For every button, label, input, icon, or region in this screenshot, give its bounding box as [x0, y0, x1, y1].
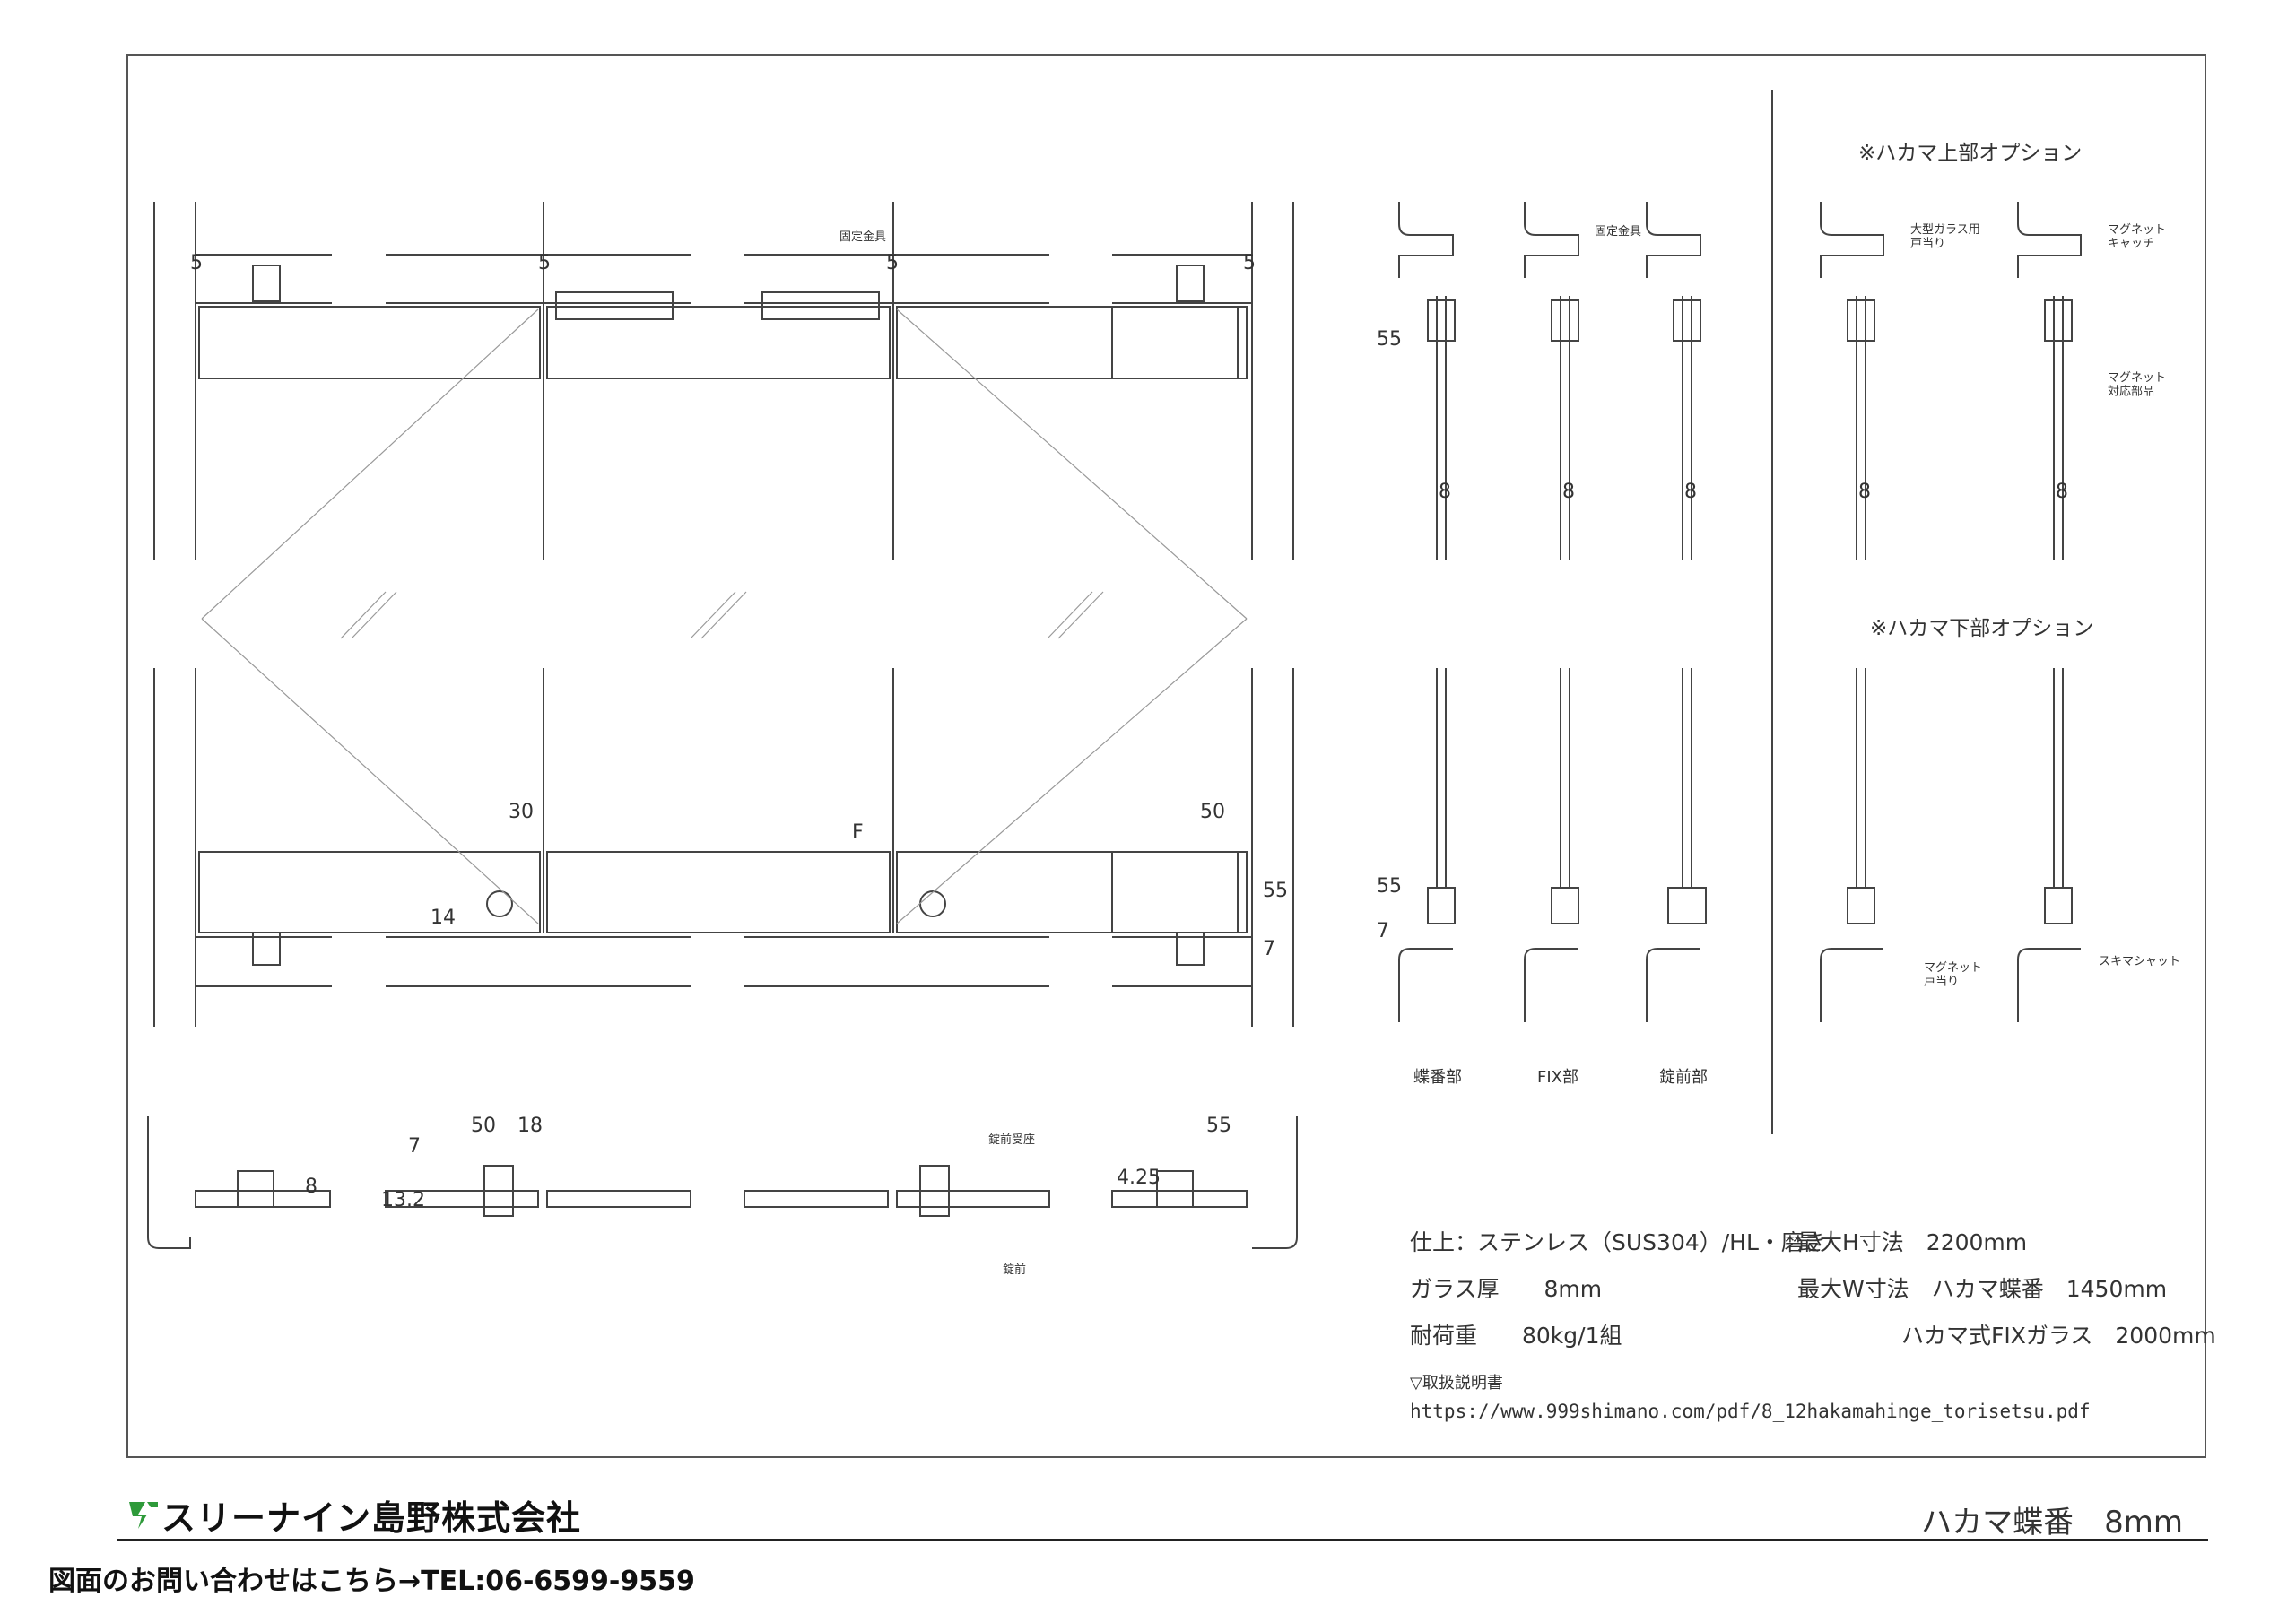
dim-5d: 5	[1243, 252, 1256, 274]
spec-glass: ガラス厚 8mm	[1410, 1276, 1603, 1302]
dim-55c: 55	[1377, 875, 1402, 898]
spec-load: 耐荷重 80kg/1組	[1410, 1323, 1622, 1349]
dim-18: 18	[517, 1115, 543, 1137]
front-elevation	[153, 202, 1294, 1027]
dim-7b: 7	[1377, 920, 1389, 942]
dim-7c: 7	[408, 1135, 421, 1158]
mark-f: F	[852, 821, 864, 844]
dim-8c: 8	[1684, 481, 1697, 503]
label-lock: 錠前	[1003, 1263, 1026, 1277]
label-gap-shutter: スキマシャット	[2099, 955, 2180, 968]
dim-8b: 8	[1562, 481, 1575, 503]
dim-8f: 8	[305, 1176, 317, 1198]
spec-fix-glass: ハカマ式FIXガラス 2000mm	[1901, 1323, 2216, 1349]
dim-55b: 55	[1377, 328, 1402, 351]
dim-7a: 7	[1263, 938, 1275, 960]
label-magnet-part: マグネット対応部品	[2108, 371, 2166, 399]
dim-55d: 55	[1206, 1115, 1231, 1137]
title-bottom-option: ※ハカマ下部オプション	[1870, 617, 2093, 640]
dim-5a: 5	[190, 252, 203, 274]
dim-50a: 50	[1200, 801, 1225, 823]
section-views	[1398, 90, 2082, 1134]
dim-13-2: 13.2	[381, 1189, 425, 1211]
option-titles: ※ハカマ上部オプション ※ハカマ下部オプション	[1858, 142, 2093, 640]
footer-divider	[117, 1539, 2208, 1541]
dim-8e: 8	[2056, 481, 2068, 503]
spec-max-h: 最大H寸法 2200mm	[1797, 1229, 2028, 1255]
product-name: ハカマ蝶番 8mm	[1921, 1505, 2183, 1541]
label-lock-receiver: 錠前受座	[988, 1133, 1035, 1147]
swing-lines	[201, 308, 1248, 924]
spec-finish: 仕上：ステンレス（SUS304）/HL・磨き	[1410, 1229, 1826, 1255]
company-logo: スリーナイン島野株式会社	[126, 1492, 582, 1538]
label-fixed-bracket-2: 固定金具	[1595, 224, 1641, 239]
spec-manual-label: ▽取扱説明書	[1410, 1374, 1503, 1393]
contact-info: 図面のお問い合わせはこちら→TEL:06-6599-9559	[48, 1566, 695, 1597]
label-fixed-bracket-1: 固定金具	[839, 230, 886, 244]
title-lock-section: 錠前部	[1659, 1068, 1708, 1087]
manual-url-link[interactable]: https://www.999shimano.com/pdf/8_12hakam…	[1410, 1401, 2091, 1422]
dim-55a: 55	[1263, 880, 1288, 902]
plan-views	[147, 1116, 1298, 1249]
dim-30: 30	[509, 801, 534, 823]
spec-max-w: 最大W寸法 ハカマ蝶番 1450mm	[1797, 1276, 2168, 1302]
label-magnet-catch: マグネットキャッチ	[2108, 223, 2166, 251]
dim-4-25: 4.25	[1117, 1167, 1161, 1189]
annotation-labels: 固定金具 固定金具 錠前受座 錠前 大型ガラス用戸当り マグネットキャッチ マグ…	[839, 223, 2180, 1277]
dim-14: 14	[430, 907, 456, 929]
dim-50b: 50	[471, 1115, 496, 1137]
label-large-glass-stop: 大型ガラス用戸当り	[1910, 223, 1980, 251]
dim-5b: 5	[538, 252, 551, 274]
title-top-option: ※ハカマ上部オプション	[1858, 142, 2082, 165]
title-fix-section: FIX部	[1537, 1068, 1578, 1087]
drawing-frame	[126, 54, 2206, 1458]
dim-5c: 5	[886, 252, 899, 274]
dim-8a: 8	[1439, 481, 1451, 503]
dimension-labels: 5 5 5 5 30 14 50 55 7 55 8 8 8 55 7 8 8 …	[190, 252, 2068, 1211]
company-name: スリーナイン島野株式会社	[161, 1497, 582, 1538]
logo-mark-icon	[129, 1502, 158, 1529]
section-titles: 蝶番部 FIX部 錠前部	[1413, 1068, 1708, 1087]
label-magnet-stop: マグネット戸当り	[1924, 961, 1982, 989]
title-hinge-section: 蝶番部	[1413, 1068, 1462, 1087]
dim-8d: 8	[1858, 481, 1871, 503]
